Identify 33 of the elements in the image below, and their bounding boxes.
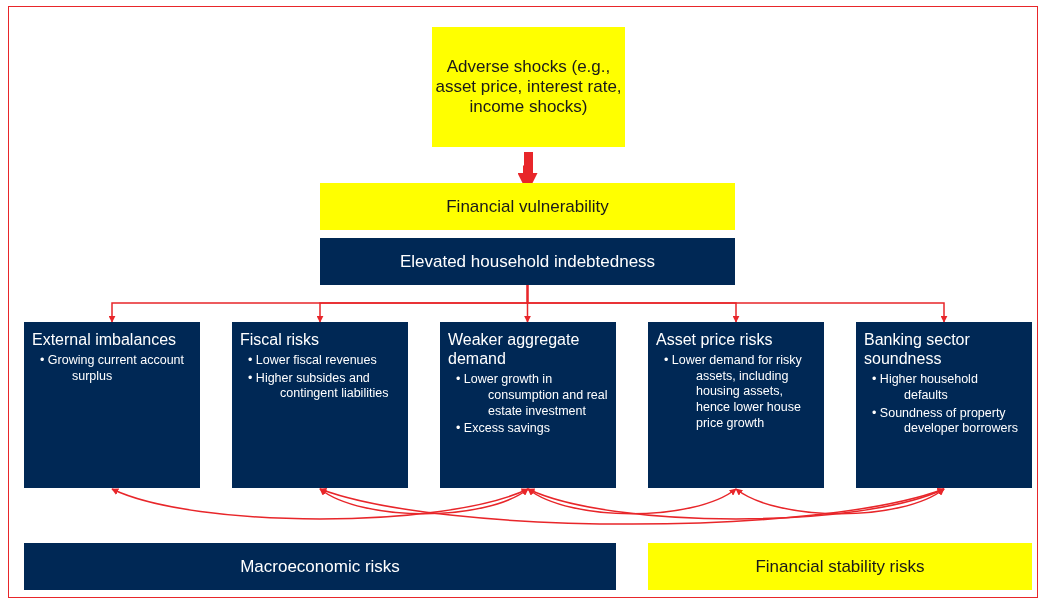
- bullet-item: • Higher household defaults: [871, 372, 979, 404]
- band-text: Financial vulnerability: [446, 196, 609, 217]
- arrow: [527, 488, 737, 515]
- risk-box: [856, 322, 1032, 488]
- arrow: [319, 488, 529, 515]
- risk-box: [648, 322, 824, 488]
- band-text: Adverse shocks (e.g., asset price, interest rate, income shocks): [434, 57, 623, 117]
- box-heading: Fiscal risks: [240, 330, 321, 350]
- box-heading: Banking sector soundness: [864, 330, 971, 369]
- arrow: [735, 488, 945, 515]
- box-heading: Asset price risks: [656, 330, 774, 350]
- bullet-item: • Excess savings: [455, 421, 551, 437]
- bullet-item: • Lower growth in consumption and real estate investment: [455, 372, 608, 420]
- risk-box: [24, 322, 200, 488]
- band-text: Financial stability risks: [755, 556, 925, 577]
- shock-box: [432, 27, 625, 147]
- band-text: Elevated household indebtedness: [399, 251, 656, 272]
- arrow: [319, 487, 945, 525]
- bullet-item: • Growing current account surplus: [39, 353, 186, 385]
- risk-category-band: [648, 543, 1032, 590]
- bullet-item: • Higher subsides and contingent liabilities: [247, 370, 390, 403]
- bullet-item: • Lower demand for risky assets, including housing assets, hence lower house price growth: [663, 353, 803, 432]
- box-heading: Weaker aggregate demand: [448, 330, 581, 369]
- risk-category-band: [24, 543, 616, 590]
- box-heading: External imbalances: [32, 330, 178, 350]
- indebtedness-band: [320, 238, 735, 285]
- bullet-item: • Lower fiscal revenues: [247, 353, 378, 369]
- vulnerability-band: [320, 183, 735, 230]
- bullet-item: • Soundness of property developer borrowers: [871, 405, 1019, 437]
- band-text: Macroeconomic risks: [240, 556, 400, 577]
- risk-box: [232, 322, 408, 488]
- risk-box: [440, 322, 616, 488]
- arrow: [526, 284, 948, 323]
